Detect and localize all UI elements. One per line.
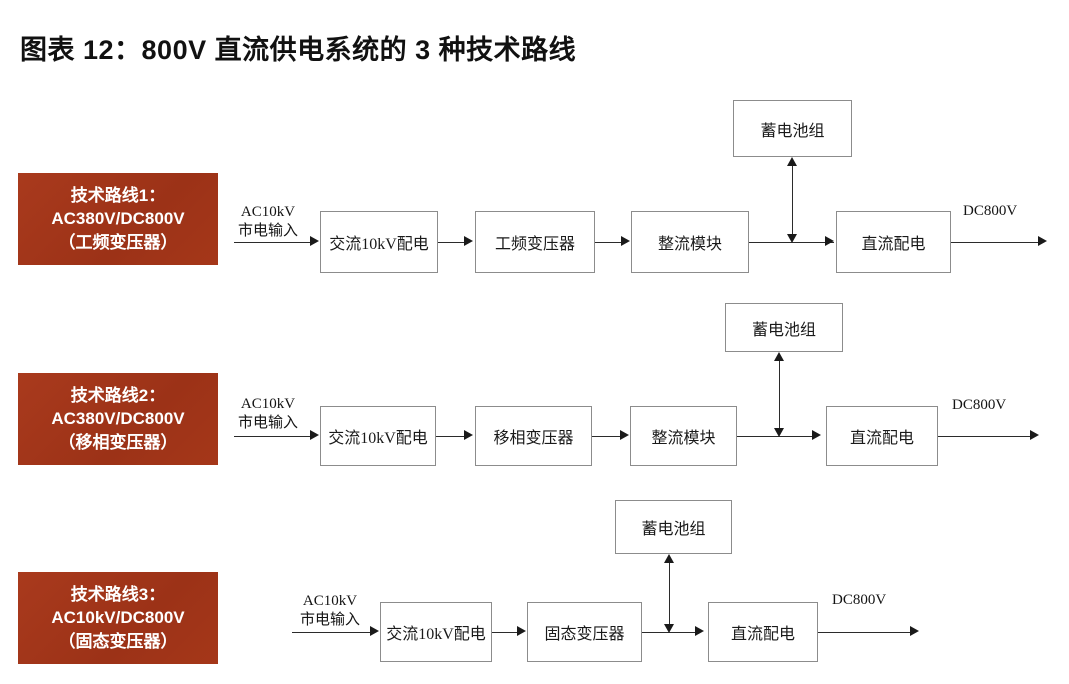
route3-box-ac-distribution[interactable]: 交流10kV配电 [380, 602, 492, 662]
input-label-3-line1: AC10kV [302, 593, 358, 609]
route3-output-label: DC800V [832, 592, 887, 608]
route3-box-transformer[interactable]: 固态变压器 [527, 602, 642, 662]
route3-box-dc-distribution[interactable]: 直流配电 [708, 602, 818, 662]
route2-output-label: DC800V [952, 397, 1007, 413]
route2-output-arrow [1030, 430, 1039, 440]
route3-link-1 [492, 632, 519, 633]
route1-box-1-label: 交流10kV配电 [329, 236, 429, 253]
route3-box-battery[interactable]: 蓄电池组 [615, 500, 732, 554]
route-label-3-line3: （固态变压器） [58, 631, 178, 651]
route1-battery-arrow-up [787, 157, 797, 166]
route1-box-transformer[interactable]: 工频变压器 [475, 211, 595, 273]
route1-box-rectifier[interactable]: 整流模块 [631, 211, 749, 273]
route2-box-battery[interactable]: 蓄电池组 [725, 303, 843, 352]
input-arrow-1 [310, 236, 319, 246]
route-label-1-line1: 技术路线1： [70, 185, 166, 205]
input-label-2: AC10kV 市电输入 [238, 395, 298, 433]
route-label-3-line2: AC10kV/DC800V [51, 608, 185, 628]
route2-box-ac-distribution[interactable]: 交流10kV配电 [320, 406, 436, 466]
route2-battery-arrow-up [774, 352, 784, 361]
route1-box-battery[interactable]: 蓄电池组 [733, 100, 852, 157]
input-label-3: AC10kV 市电输入 [300, 592, 360, 630]
input-line-3 [292, 632, 372, 633]
input-arrow-3 [370, 626, 379, 636]
route1-link-2 [595, 242, 623, 243]
route3-box-3-label: 直流配电 [730, 626, 795, 643]
route1-box-dc-distribution[interactable]: 直流配电 [836, 211, 951, 273]
route1-output-line [951, 242, 1041, 243]
route-label-2-line2: AC380V/DC800V [51, 409, 185, 429]
route2-battery-label: 蓄电池组 [751, 321, 816, 339]
route3-box-2-label: 固态变压器 [544, 626, 625, 643]
route2-box-2-label: 移相变压器 [493, 430, 574, 447]
input-label-1: AC10kV 市电输入 [238, 203, 298, 241]
route2-output-line [938, 436, 1033, 437]
route1-battery-arrow-down [787, 234, 797, 243]
route-label-2: 技术路线2： AC380V/DC800V （移相变压器） [18, 373, 218, 465]
route2-battery-arrow-down [774, 428, 784, 437]
route2-arrow-2 [620, 430, 629, 440]
route3-output-arrow [910, 626, 919, 636]
input-label-2-line1: AC10kV [240, 396, 296, 412]
route2-box-3-label: 整流模块 [651, 430, 716, 447]
route1-arrow-1 [464, 236, 473, 246]
route1-battery-label: 蓄电池组 [760, 122, 825, 140]
route3-output-line [818, 632, 913, 633]
route2-box-transformer[interactable]: 移相变压器 [475, 406, 592, 466]
route1-box-3-label: 整流模块 [657, 236, 722, 253]
route2-battery-line [779, 360, 780, 429]
route3-arrow-2 [695, 626, 704, 636]
input-label-3-line2: 市电输入 [300, 611, 361, 628]
route2-link-1 [436, 436, 466, 437]
route-label-1-line2: AC380V/DC800V [51, 209, 185, 229]
page-title: 图表 12：800V 直流供电系统的 3 种技术路线 [20, 35, 577, 65]
route3-battery-arrow-up [664, 554, 674, 563]
route3-arrow-1 [517, 626, 526, 636]
route-label-2-line1: 技术路线2： [70, 385, 166, 405]
route-label-1: 技术路线1： AC380V/DC800V （工频变压器） [18, 173, 218, 265]
route2-box-dc-distribution[interactable]: 直流配电 [826, 406, 938, 466]
input-arrow-2 [310, 430, 319, 440]
route1-output-arrow [1038, 236, 1047, 246]
route3-battery-arrow-down [664, 624, 674, 633]
route2-box-rectifier[interactable]: 整流模块 [630, 406, 737, 466]
route1-arrow-3 [825, 236, 834, 246]
route1-box-2-label: 工频变压器 [494, 236, 575, 253]
route2-box-1-label: 交流10kV配电 [328, 430, 428, 447]
input-line-2 [234, 436, 312, 437]
route3-box-1-label: 交流10kV配电 [386, 626, 486, 643]
route1-battery-line [792, 165, 793, 235]
input-label-1-line1: AC10kV [240, 204, 296, 220]
route3-battery-line [669, 562, 670, 625]
route-label-2-line3: （移相变压器） [58, 432, 178, 452]
input-label-2-line2: 市电输入 [238, 414, 299, 431]
route1-output-label: DC800V [963, 203, 1018, 219]
route2-box-4-label: 直流配电 [849, 430, 914, 447]
route2-link-2 [592, 436, 622, 437]
route-label-1-line3: （工频变压器） [58, 232, 178, 252]
route3-battery-label: 蓄电池组 [641, 521, 706, 538]
input-line-1 [234, 242, 312, 243]
route2-arrow-3 [812, 430, 821, 440]
route1-box-ac-distribution[interactable]: 交流10kV配电 [320, 211, 438, 273]
route1-box-4-label: 直流配电 [861, 236, 926, 253]
route-label-3: 技术路线3： AC10kV/DC800V （固态变压器） [18, 572, 218, 664]
route1-link-1 [438, 242, 466, 243]
route-label-3-line1: 技术路线3： [70, 584, 166, 604]
route2-arrow-1 [464, 430, 473, 440]
route1-arrow-2 [621, 236, 630, 246]
input-label-1-line2: 市电输入 [238, 222, 299, 239]
